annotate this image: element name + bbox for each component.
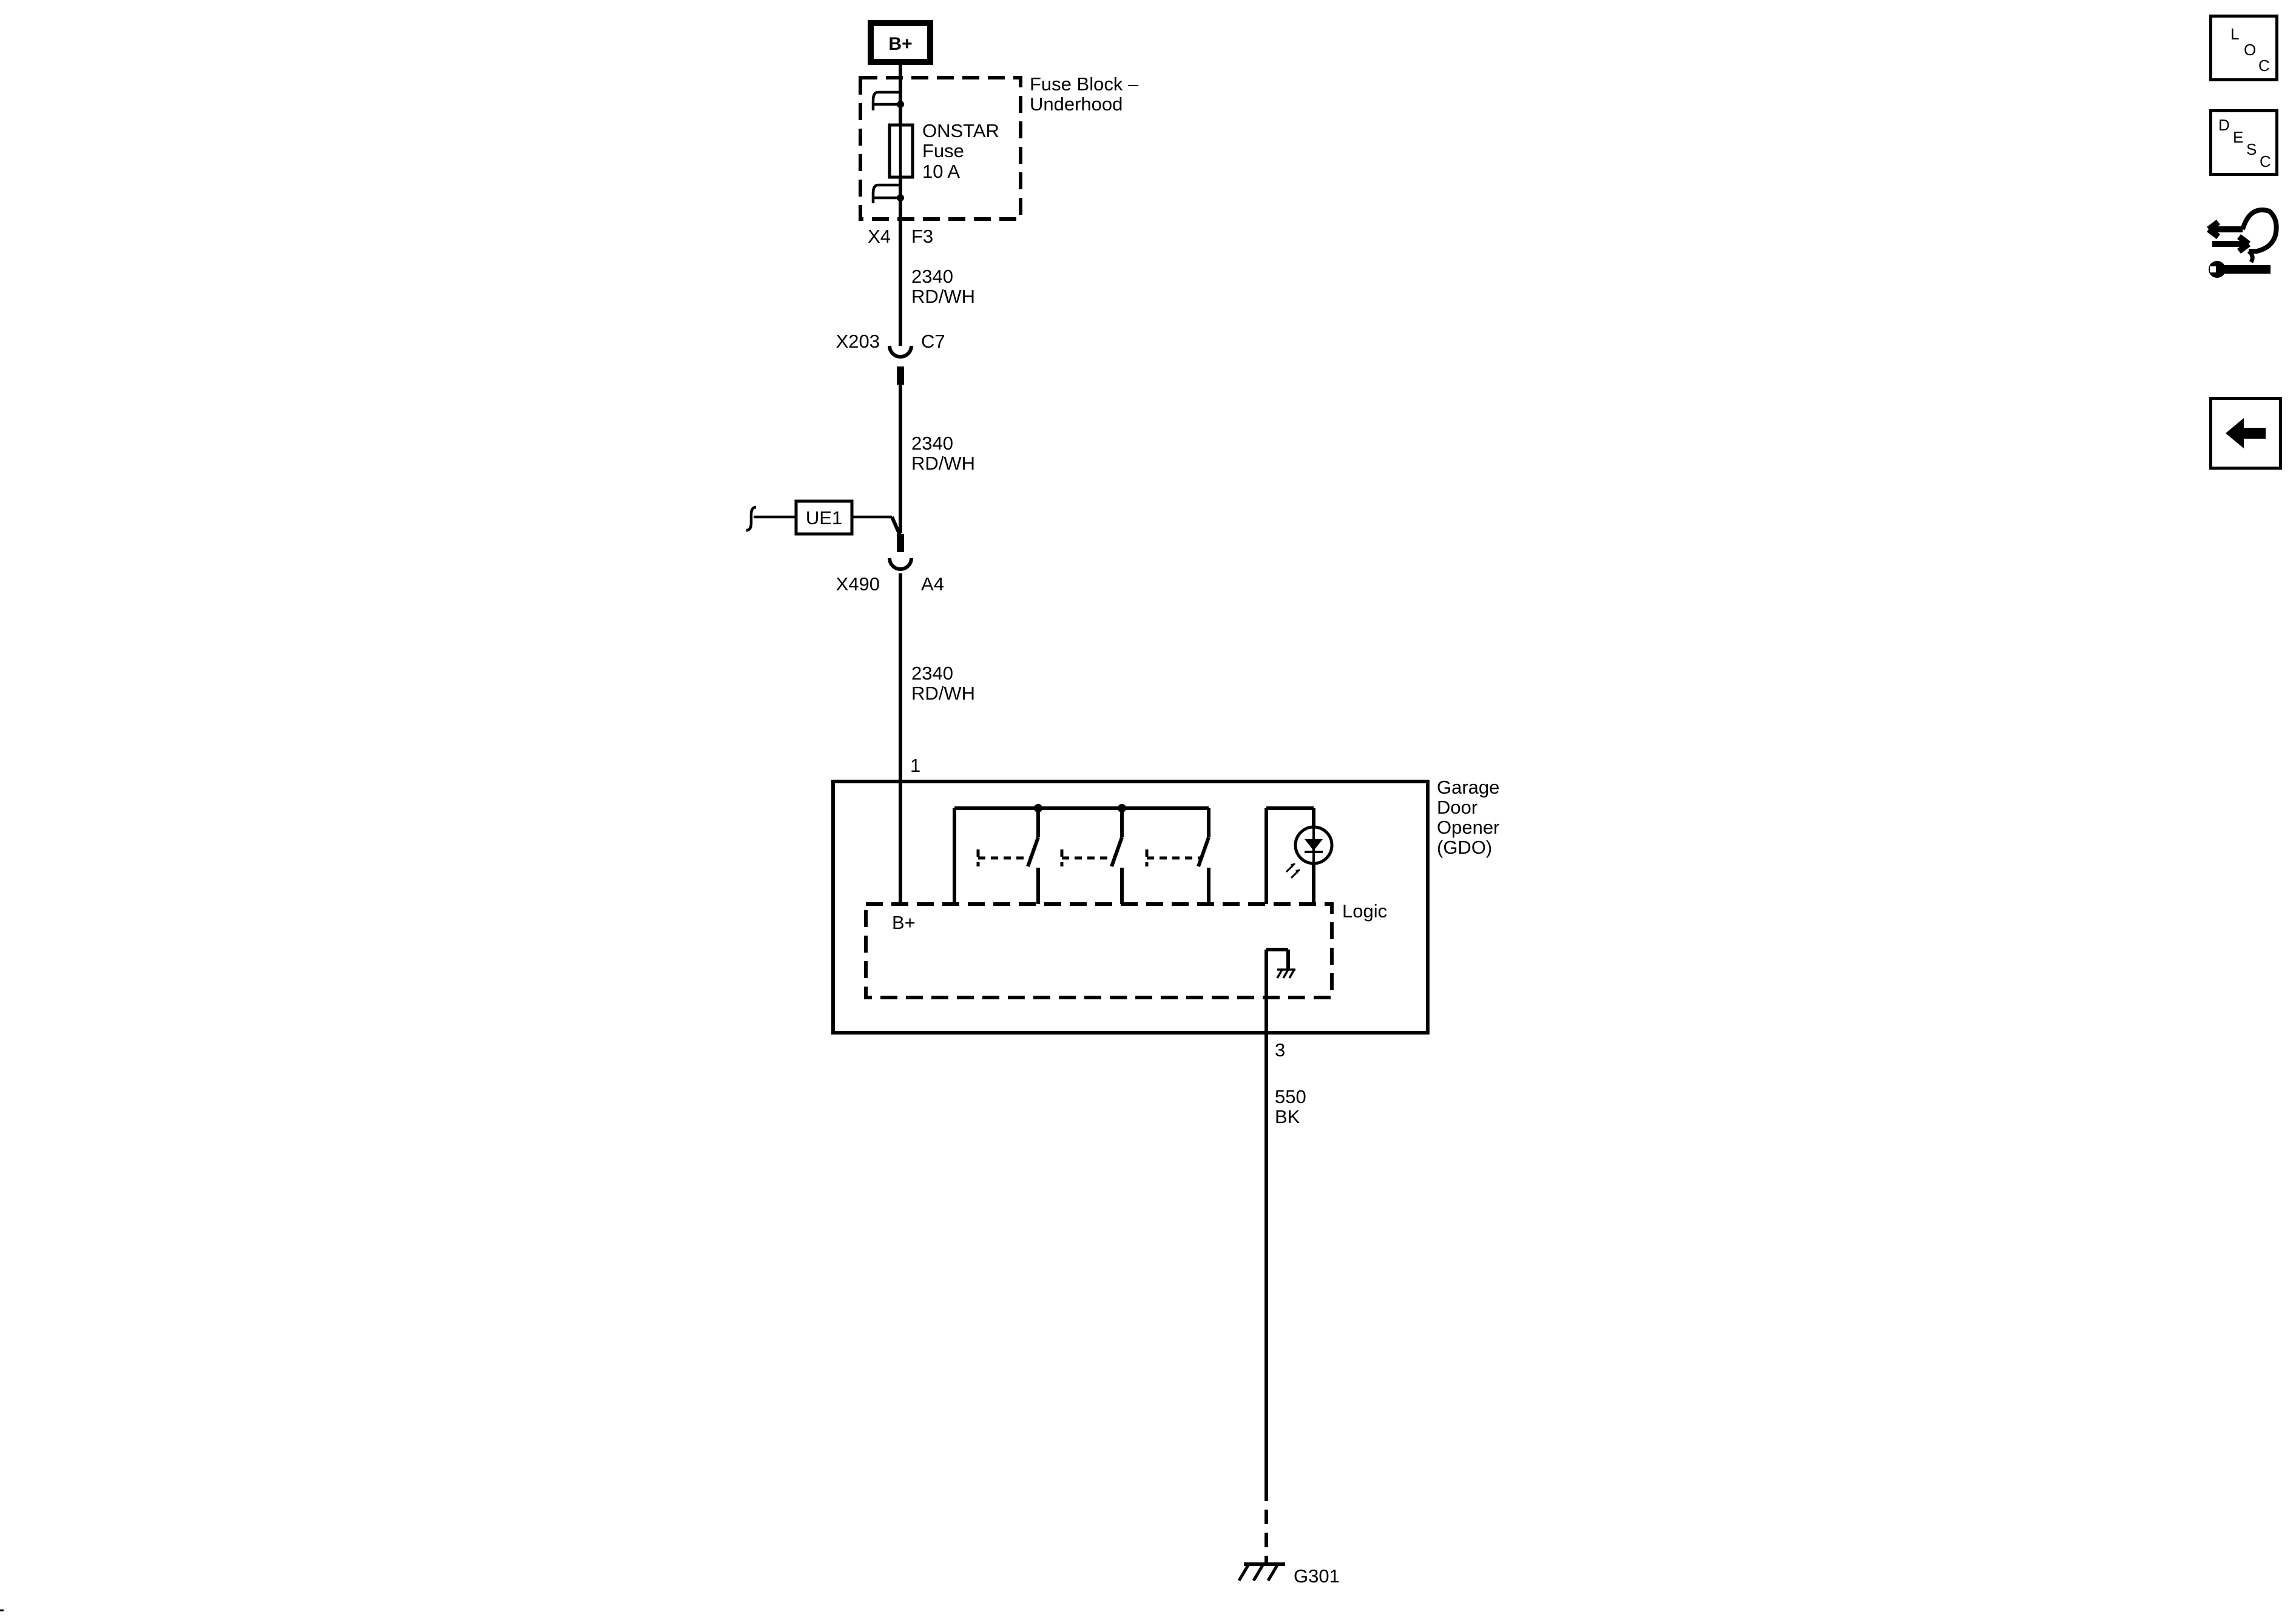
module-ground-pin: 3 [1275, 1039, 1285, 1061]
fuse-word: Fuse [922, 140, 964, 161]
fuse-rating: 10 A [922, 161, 960, 182]
button-switch-3 [1145, 808, 1210, 904]
fuse-block-underhood: Fuse Block – Underhood [859, 73, 1144, 221]
fuse-block-pin: F3 [911, 226, 933, 247]
onstar-fuse [888, 123, 914, 179]
wire-2-circuit: 2340 [911, 433, 953, 454]
battery-positive-source: B+ [868, 20, 933, 65]
wire-3-color: RD/WH [911, 683, 975, 704]
fuse-name: ONSTAR [922, 120, 999, 141]
garage-door-opener-module: Garage Door Opener (GDO) 1 Logic B+ [831, 755, 1505, 1061]
desc-letter-s: S [2246, 140, 2257, 158]
logic-label: Logic [1342, 900, 1387, 922]
ue1-label: UE1 [806, 507, 842, 528]
logic-box [864, 902, 1334, 999]
arrow-left-icon [2226, 418, 2266, 448]
fuse-block-label: Fuse Block – Underhood [1030, 73, 1144, 115]
description-button[interactable]: D E S C [2209, 109, 2278, 176]
wire-1-color: RD/WH [911, 286, 975, 307]
back-button[interactable] [2209, 397, 2282, 470]
logic-ground-symbol [1266, 948, 1295, 979]
desc-letter-c: C [2260, 152, 2271, 170]
desc-letter-e: E [2233, 128, 2244, 146]
wire-4-color: BK [1275, 1106, 1300, 1127]
loc-letter-o: O [2244, 41, 2257, 59]
indicator-led [1264, 806, 1334, 904]
wrench-arrows-icon [2207, 208, 2279, 278]
wire-3-circuit: 2340 [911, 663, 953, 684]
loc-letter-l: L [2230, 25, 2240, 43]
wire-4-circuit: 550 [1275, 1086, 1306, 1107]
loc-letter-c: C [2258, 56, 2270, 75]
button-switch-2 [1060, 808, 1124, 904]
repair-procedure-button[interactable] [2206, 198, 2284, 284]
battery-positive-label: B+ [888, 34, 912, 54]
connector-x490-label: X490 [836, 573, 880, 595]
module-power-pin: 1 [910, 755, 920, 776]
ground-g301-symbol [1237, 1562, 1285, 1582]
connector-x203-pin: C7 [921, 331, 945, 352]
button-switch-1 [953, 808, 1040, 904]
wire-2-color: RD/WH [911, 453, 975, 474]
connector-x490 [888, 534, 913, 571]
desc-letter-d: D [2218, 116, 2230, 134]
wire-1-circuit: 2340 [911, 266, 953, 287]
ue1-option-branch: UE1 [746, 499, 902, 538]
connector-x203-label: X203 [836, 331, 880, 352]
location-button[interactable]: L O C [2209, 15, 2278, 81]
ground-g301-label: G301 [1294, 1565, 1340, 1587]
fuse-block-connector: X4 [868, 226, 891, 247]
connector-x490-pin: A4 [921, 573, 944, 595]
module-name: Garage Door Opener (GDO) [1437, 777, 1505, 858]
module-bplus-label: B+ [892, 912, 916, 933]
